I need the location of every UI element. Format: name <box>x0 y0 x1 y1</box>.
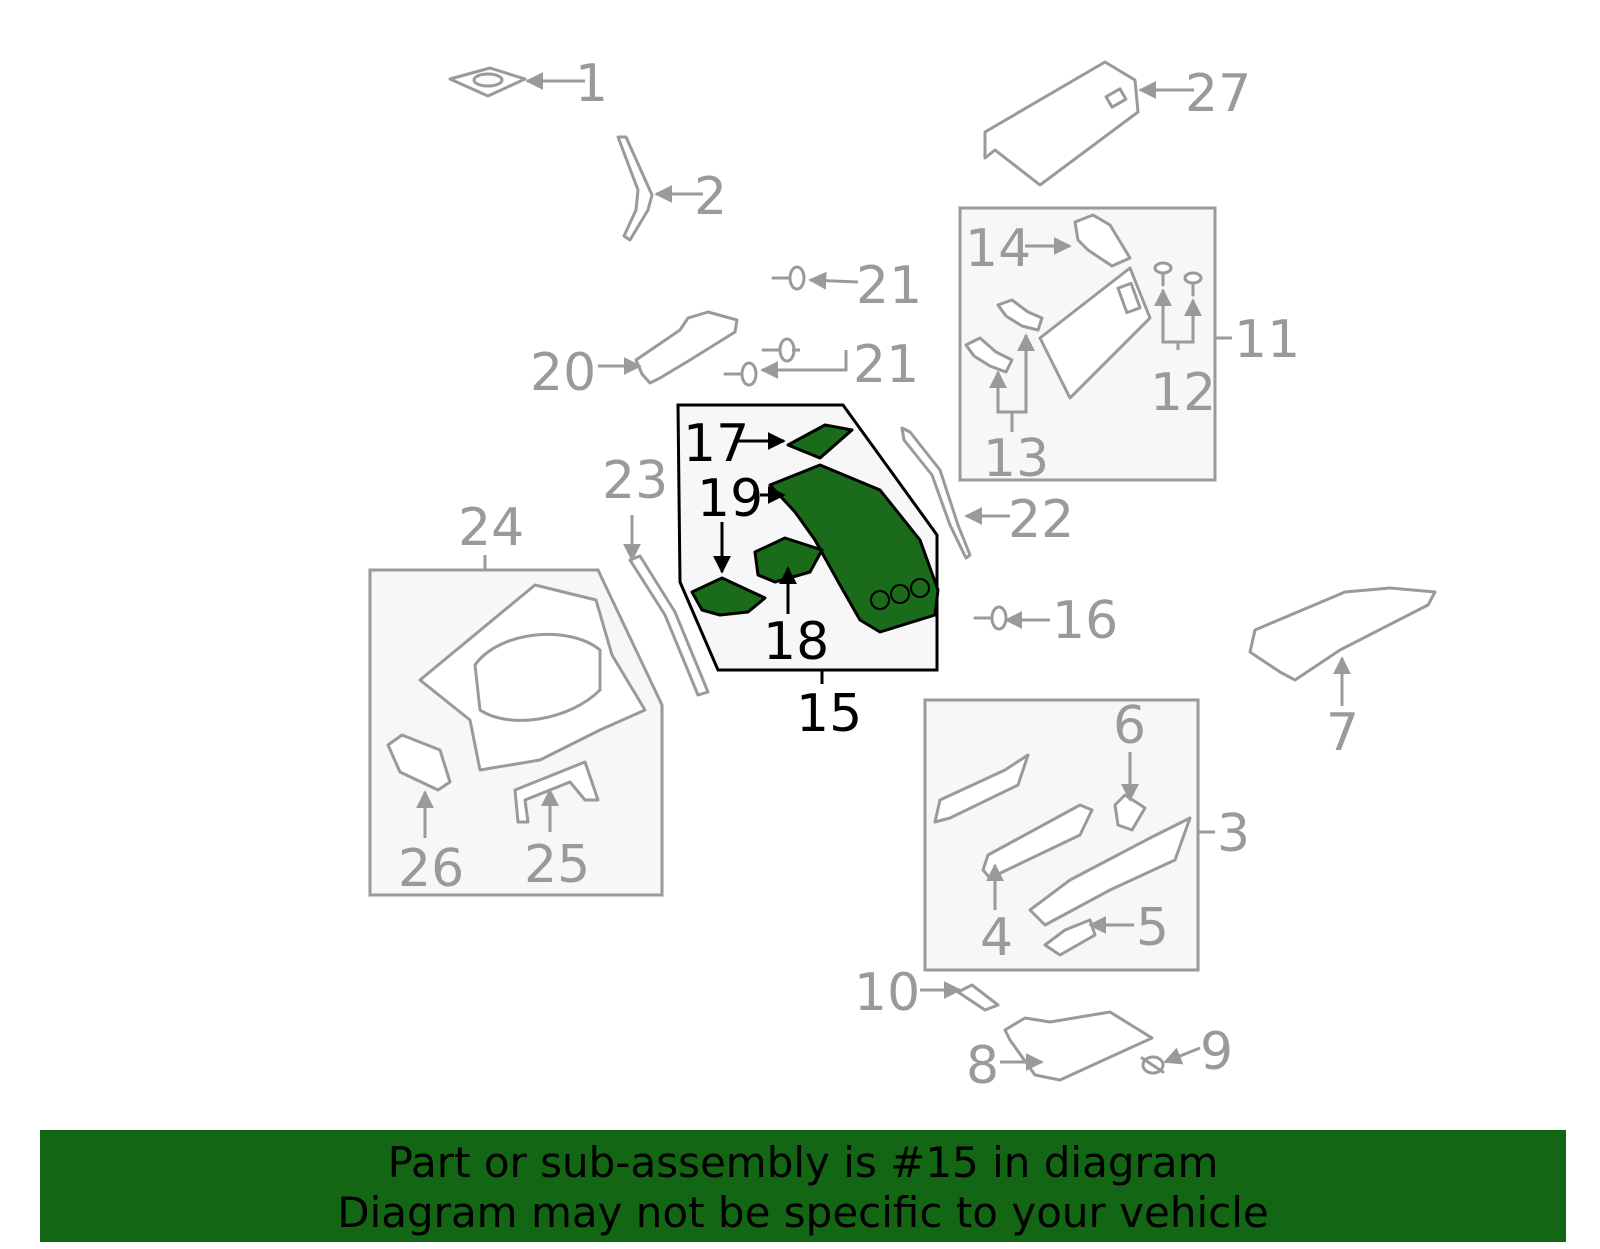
part-24-dashboard <box>418 583 647 772</box>
part-25-bracket <box>513 760 600 824</box>
part-8-cover <box>1003 1010 1154 1082</box>
callout-14: 14 <box>965 219 1031 279</box>
part-11-lid-window <box>1116 281 1142 315</box>
callout-11: 11 <box>1234 310 1300 370</box>
part-17-cover <box>786 423 854 460</box>
callout-9: 9 <box>1200 1022 1233 1082</box>
callout-13: 13 <box>983 429 1049 489</box>
part-2-trim <box>616 135 654 242</box>
part-4-panel <box>981 803 1094 880</box>
callout-17: 17 <box>683 414 749 474</box>
callout-6: 6 <box>1113 696 1146 756</box>
callout-16: 16 <box>1052 591 1118 651</box>
part-21-screw-b <box>761 337 796 363</box>
callout-8: 8 <box>966 1036 999 1096</box>
part-20-bracket <box>634 310 739 385</box>
part-21-screw-a <box>771 265 806 291</box>
banner-line-1: Part or sub-assembly is #15 in diagram <box>387 1138 1219 1187</box>
callout-7: 7 <box>1326 703 1359 763</box>
part-3-trim <box>1028 816 1192 927</box>
part-19-vent <box>690 576 767 617</box>
callout-4: 4 <box>980 908 1013 968</box>
callout-10: 10 <box>854 963 920 1023</box>
banner-line-2: Diagram may not be specific to your vehi… <box>337 1188 1269 1237</box>
callout-21a: 21 <box>856 256 922 316</box>
callout-5: 5 <box>1136 898 1169 958</box>
part-27-cover <box>983 60 1140 187</box>
callout-18: 18 <box>763 612 829 672</box>
part-1-plate <box>448 66 527 98</box>
callout-12: 12 <box>1150 363 1216 423</box>
callout-27: 27 <box>1185 64 1251 124</box>
callout-2: 2 <box>694 167 727 227</box>
info-banner: Part or sub-assembly is #15 in diagram D… <box>40 1130 1566 1242</box>
callout-24: 24 <box>458 498 524 558</box>
callout-22: 22 <box>1008 490 1074 550</box>
part-3-panel-a <box>933 753 1030 824</box>
part-14-clip <box>1073 213 1132 268</box>
part-27-vent <box>1104 87 1128 109</box>
part-18-vent <box>753 536 824 584</box>
part-24-cluster <box>473 632 602 722</box>
callout-26: 26 <box>398 839 464 899</box>
callout-20: 20 <box>530 343 596 403</box>
callout-3: 3 <box>1217 804 1250 864</box>
part-15-knobs <box>870 578 930 610</box>
callout-21b: 21 <box>853 335 919 395</box>
callout-15: 15 <box>796 684 862 744</box>
part-12-pins <box>1153 261 1203 297</box>
part-7-glovebox <box>1248 586 1437 682</box>
callout-23: 23 <box>602 451 668 511</box>
part-10-clip <box>956 983 1000 1012</box>
part-21-screw-c <box>723 361 758 387</box>
callout-19: 19 <box>697 469 763 529</box>
part-13-clip-b <box>964 336 1014 374</box>
part-22-strip <box>900 426 972 560</box>
callout-1: 1 <box>575 54 608 114</box>
part-16-screw <box>973 605 1008 631</box>
part-9-screw <box>1140 1055 1165 1075</box>
part-13-clip-a <box>996 298 1044 332</box>
part-26-vent <box>386 733 452 792</box>
callout-25: 25 <box>524 835 590 895</box>
parts-diagram: 1 2 27 14 21 21 20 11 12 13 23 22 24 16 … <box>368 54 1437 1096</box>
